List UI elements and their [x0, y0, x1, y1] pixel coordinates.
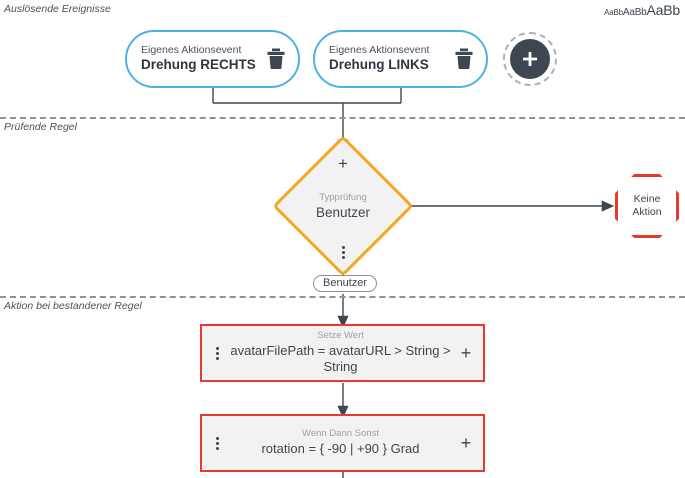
no-action-line1: Keine	[633, 192, 661, 205]
action-node-wenn-dann-sonst[interactable]: Wenn Dann Sonst rotation = { -90 | +90 }…	[200, 414, 485, 472]
trash-icon[interactable]	[454, 48, 474, 70]
trigger-subtitle: Eigenes Aktionsevent	[329, 44, 430, 56]
trigger-card-drehung-rechts[interactable]: Eigenes Aktionsevent Drehung RECHTS	[125, 30, 300, 88]
no-action-node[interactable]: Keine Aktion	[615, 174, 679, 238]
action-subtitle: Setze Wert	[317, 329, 364, 341]
no-action-label: Keine Aktion	[618, 177, 676, 235]
trash-icon[interactable]	[266, 48, 286, 70]
branch-label-benutzer: Benutzer	[313, 275, 378, 292]
add-trigger-button[interactable]	[503, 32, 557, 86]
font-size-small[interactable]: AaBb	[604, 8, 623, 17]
kebab-menu-icon[interactable]	[341, 245, 345, 259]
action-value: rotation = { -90 | +90 } Grad	[261, 440, 420, 456]
trigger-card-text: Eigenes Aktionsevent Drehung RECHTS	[141, 44, 262, 74]
rule-value: Benutzer	[315, 205, 371, 221]
rule-subtitle: Typprüfung	[319, 192, 367, 204]
section-label-action: Aktion bei bestandener Regel	[4, 300, 142, 312]
font-size-large[interactable]: AaBb	[646, 2, 681, 18]
no-action-line2: Aktion	[632, 206, 662, 218]
action-node-text: Wenn Dann Sonst rotation = { -90 | +90 }…	[224, 428, 457, 458]
divider-action	[0, 296, 685, 298]
trigger-card-text: Eigenes Aktionsevent Drehung LINKS	[329, 44, 450, 74]
kebab-menu-icon[interactable]	[210, 346, 224, 360]
action-subtitle: Wenn Dann Sonst	[302, 428, 379, 440]
add-trigger-circle[interactable]	[510, 39, 550, 79]
rule-add-icon[interactable]: +	[338, 154, 348, 173]
kebab-menu-icon[interactable]	[210, 436, 224, 450]
trigger-subtitle: Eigenes Aktionsevent	[141, 44, 242, 56]
rule-node-text: Typprüfung Benutzer	[316, 192, 370, 222]
section-label-triggers: Auslösende Ereignisse	[4, 3, 111, 15]
action-node-text: Setze Wert avatarFilePath = avatarURL > …	[224, 330, 457, 377]
trigger-title: Drehung LINKS	[329, 57, 429, 73]
font-size-control[interactable]: AaBb AaBb AaBb	[604, 2, 680, 18]
divider-rule	[0, 117, 685, 119]
plus-icon	[523, 52, 537, 66]
action-add-icon[interactable]: +	[460, 433, 472, 453]
rule-node-content: + Typprüfung Benutzer	[278, 141, 408, 271]
font-size-medium[interactable]: AaBb	[622, 7, 647, 18]
trigger-title: Drehung RECHTS	[141, 57, 256, 73]
rule-node-typpruefung[interactable]: + Typprüfung Benutzer	[272, 135, 414, 277]
action-add-icon[interactable]: +	[460, 343, 472, 363]
action-value: avatarFilePath = avatarURL > String > St…	[230, 342, 451, 375]
section-label-rule: Prüfende Regel	[4, 121, 77, 133]
action-node-setze-wert[interactable]: Setze Wert avatarFilePath = avatarURL > …	[200, 324, 485, 382]
trigger-card-drehung-links[interactable]: Eigenes Aktionsevent Drehung LINKS	[313, 30, 488, 88]
